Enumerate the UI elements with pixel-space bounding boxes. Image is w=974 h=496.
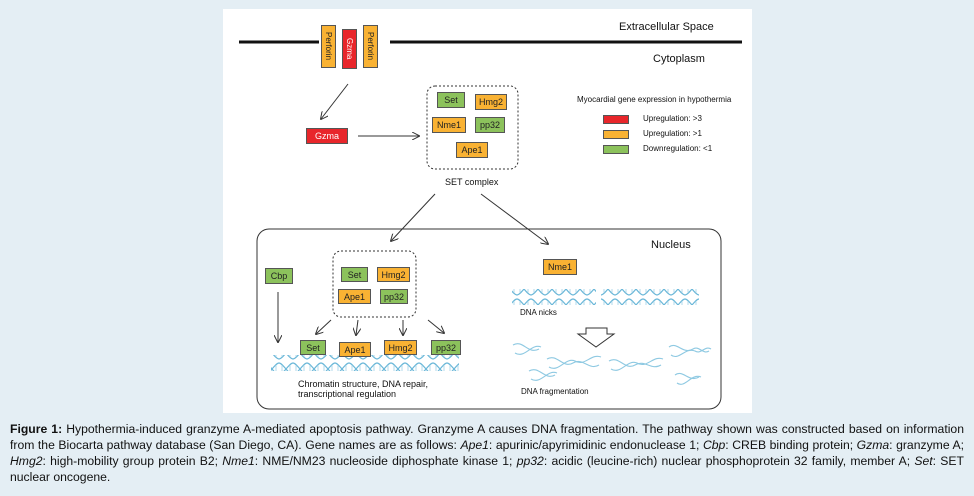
caption-set-term: Set [914, 454, 933, 468]
legend-swatch-up3 [603, 115, 629, 124]
legend-title: Myocardial gene expression in hypothermi… [577, 95, 732, 104]
gzma-membrane-label: Gzma [345, 38, 354, 60]
set-complex-label: SET complex [445, 177, 499, 187]
nucleus-complex-hmg2: Hmg2 [377, 267, 410, 282]
dna-target-hmg2: Hmg2 [384, 340, 417, 355]
arrow-to-dna-ape1 [356, 319, 358, 335]
dna-fragmentation-label: DNA fragmentation [521, 387, 589, 396]
cytoplasm-gzma: Gzma [306, 128, 348, 144]
extracellular-label: Extracellular Space [619, 21, 714, 33]
dna-helix-chromatin [271, 355, 459, 371]
caption-set-def: : SET nuclear oncogene. [10, 454, 965, 484]
dna-nicks-label: DNA nicks [520, 308, 557, 317]
dna-helix-nicks-right [601, 289, 699, 305]
caption-hmg2-def: : high-mobility group protein B2; [42, 454, 223, 468]
nucleus-complex-set: Set [341, 267, 368, 282]
chromatin-label-2: transcriptional regulation [298, 389, 397, 399]
figure-panel: Extracellular Space Cytoplasm Nucleus Pe… [223, 9, 752, 413]
caption-fig-label: Figure 1: [10, 422, 63, 436]
set-complex-hmg2: Hmg2 [475, 94, 507, 110]
set-complex-nme1: Nme1 [432, 117, 466, 133]
legend-label-down1: Downregulation: <1 [643, 144, 713, 153]
caption-ape1-term: Ape1 [460, 438, 489, 452]
caption-cbp-term: Cbp [702, 438, 726, 452]
fragmentation-arrow [576, 327, 616, 348]
caption-gzma-term: Gzma [856, 438, 890, 452]
nucleus-complex-pp32: pp32 [380, 289, 408, 304]
arrow-to-dna-pp32 [427, 319, 444, 333]
membrane-perforin-left: Perforin [321, 25, 336, 68]
nucleus-complex-outline [332, 250, 417, 318]
legend-label-up1: Upregulation: >1 [643, 129, 702, 138]
chromatin-label-1: Chromatin structure, DNA repair, [298, 379, 429, 389]
legend-label-up3: Upregulation: >3 [643, 114, 702, 123]
nucleus-complex-ape1: Ape1 [338, 289, 371, 304]
dna-target-ape1: Ape1 [339, 342, 371, 357]
set-complex-pp32: pp32 [475, 117, 505, 133]
caption-nme1-def: : NME/NM23 nucleoside diphosphate kinase… [254, 454, 517, 468]
dna-target-pp32: pp32 [431, 340, 461, 355]
pathway-diagram [239, 40, 742, 410]
nucleus-cbp: Cbp [265, 268, 293, 284]
caption-ape1-def: : apurinic/apyrimidinic endonuclease 1; [488, 438, 703, 452]
arrow-complex-to-nme1 [480, 193, 548, 244]
nucleus-outline [256, 228, 722, 410]
legend-swatch-up1 [603, 130, 629, 139]
legend-swatch-down1 [603, 145, 629, 154]
dna-target-set: Set [300, 340, 326, 355]
caption-nme1-term: Nme1 [222, 454, 255, 468]
caption-text-1: Hypothermia-induced granzyme A-mediated … [10, 422, 964, 452]
cytoplasm-label: Cytoplasm [653, 53, 705, 65]
set-complex-set: Set [437, 92, 465, 108]
set-complex-ape1: Ape1 [456, 142, 488, 158]
membrane-gzma: Gzma [342, 29, 357, 69]
caption-gzma-def: : granzyme A; [889, 438, 964, 452]
arrow-complex-to-nucleus-complex [391, 193, 436, 241]
membrane-perforin-right: Perforin [363, 25, 378, 68]
caption-pp32-term: pp32 [516, 454, 544, 468]
caption-cbp-def: : CREB binding protein; [725, 438, 857, 452]
dna-fragments [512, 343, 712, 385]
figure-caption: Figure 1: Hypothermia-induced granzyme A… [10, 421, 964, 485]
caption-pp32-def: : acidic (leucine-rich) nuclear phosphop… [543, 454, 915, 468]
nucleus-label: Nucleus [651, 239, 691, 251]
set-complex-outline [426, 85, 519, 170]
dna-helix-nicks-left [512, 289, 596, 305]
arrow-to-dna-set [316, 319, 332, 334]
perforin-left-label: Perforin [324, 32, 333, 61]
perforin-right-label: Perforin [366, 32, 375, 61]
caption-hmg2-term: Hmg2 [10, 454, 43, 468]
nucleus-nme1: Nme1 [543, 259, 577, 275]
arrow-membrane-to-gzma [321, 83, 349, 119]
